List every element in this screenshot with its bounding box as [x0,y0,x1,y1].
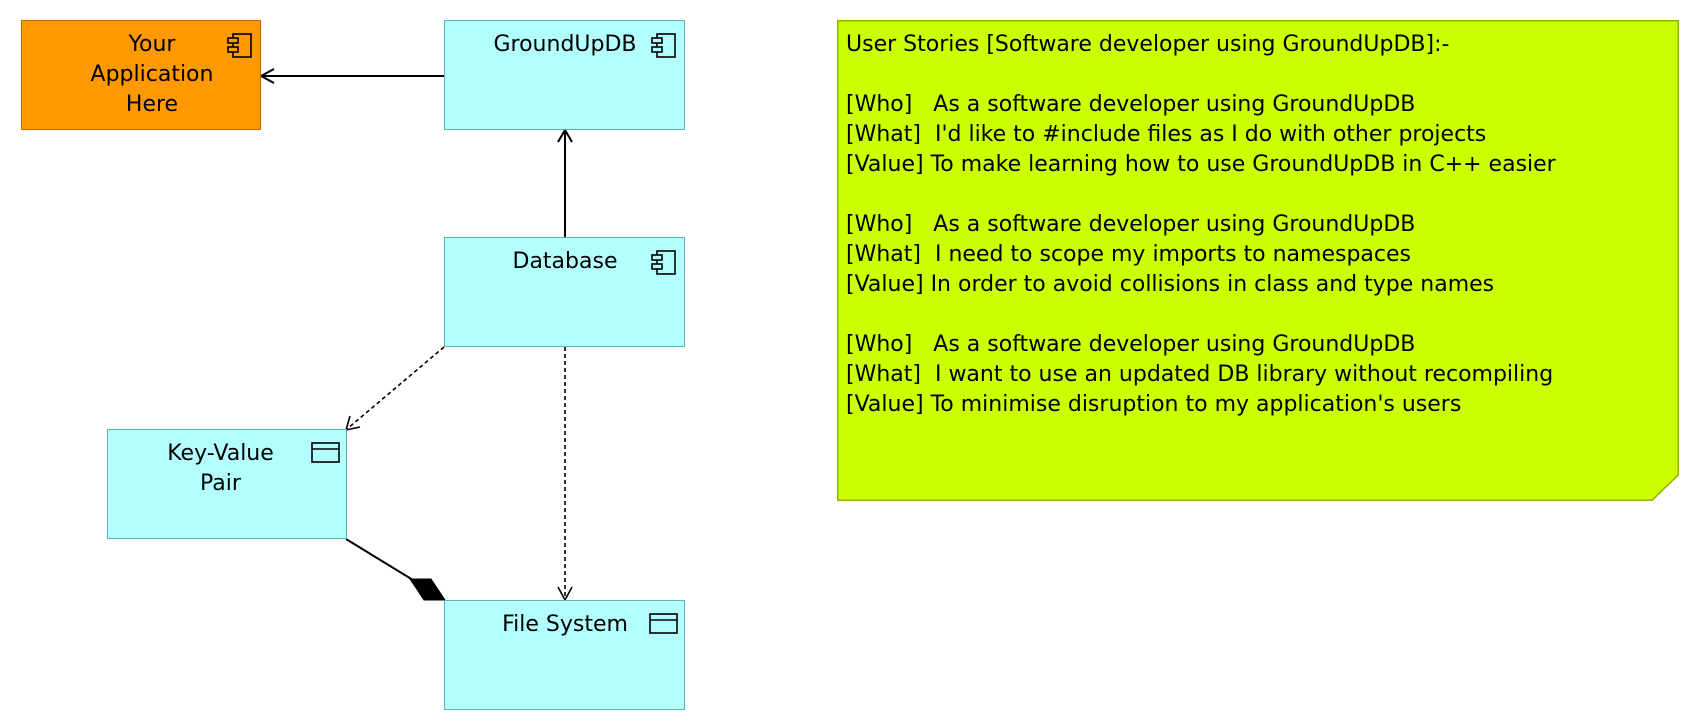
your-application-node[interactable]: Your Application Here [21,20,261,130]
note-line: User Stories [Software developer using G… [846,32,1450,57]
groundupdb-label: GroundUpDB [493,32,637,57]
note-line [846,60,1666,90]
note-line: [Who] As a software developer using Grou… [846,332,1416,357]
file-system-label: File System [502,612,628,637]
edge-groundupdb-to-application [258,68,444,84]
note-line [846,300,1666,330]
note-line: [Who] As a software developer using Grou… [846,92,1416,117]
note-text: User Stories [Software developer using G… [846,30,1666,420]
component-icon [227,33,252,58]
edge-key-value-pair-to-file-system [345,538,446,601]
edge-database-to-key-value-pair [344,346,445,432]
note-line [846,180,1666,210]
note-line: [Value] To minimise disruption to my app… [846,392,1462,417]
note-shape [837,20,1679,501]
edge-database-to-groundupdb [557,128,573,237]
note-line: [What] I need to scope my imports to nam… [846,242,1412,267]
component-icon [651,250,676,275]
note-line: [Value] To make learning how to use Grou… [846,152,1556,177]
groundupdb-node[interactable]: GroundUpDB [444,20,685,130]
database-label: Database [512,249,618,274]
your-application-label: Your Application Here [90,32,214,117]
file-system-node[interactable]: File System [444,600,685,710]
artifact-icon [649,613,678,634]
artifact-icon [311,442,340,463]
note-line: [Who] As a software developer using Grou… [846,212,1416,237]
note-line: [Value] In order to avoid collisions in … [846,272,1495,297]
edge-database-to-file-system [557,347,573,602]
key-value-pair-label: Key-Value Pair [167,441,274,496]
database-node[interactable]: Database [444,237,685,347]
component-icon [651,33,676,58]
note-line: [What] I'd like to #include files as I d… [846,122,1487,147]
user-stories-note[interactable]: User Stories [Software developer using G… [837,20,1679,501]
key-value-pair-node[interactable]: Key-Value Pair [107,429,347,539]
note-line: [What] I want to use an updated DB libra… [846,362,1554,387]
